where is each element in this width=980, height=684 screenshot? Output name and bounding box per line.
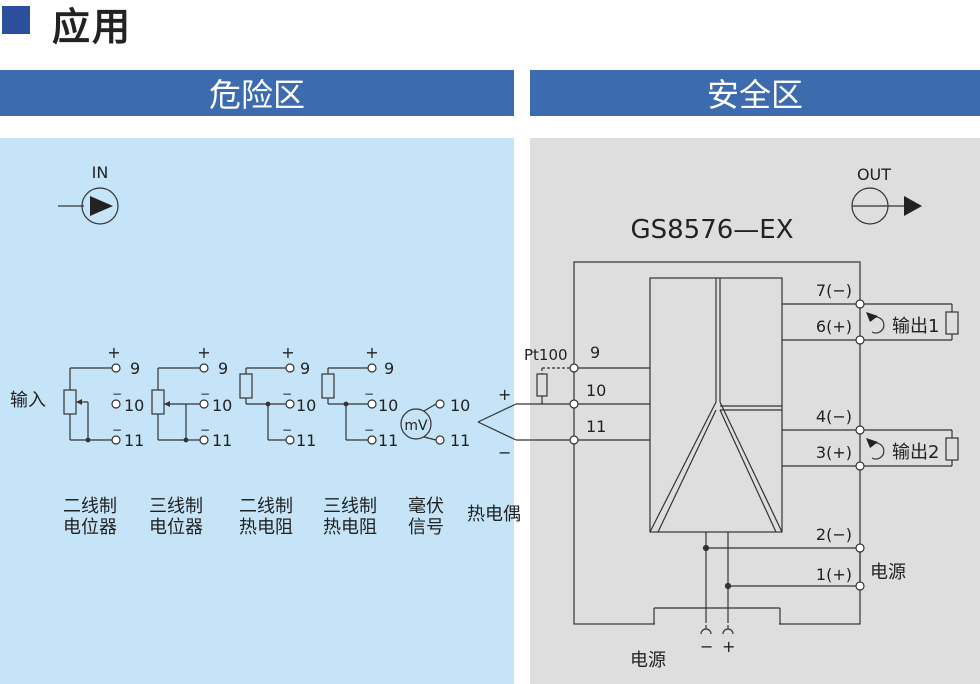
term-minus: −: [282, 387, 292, 401]
input-millivolt: [400, 399, 445, 445]
term-11: 11: [378, 431, 398, 450]
hazard-zone-header: 危险区: [0, 70, 514, 116]
safe-zone-header: 安全区: [530, 70, 980, 116]
output1-label: 输出1: [892, 316, 939, 337]
term-plus: +: [281, 343, 294, 362]
isolation-module: [649, 277, 783, 533]
out-signal-icon: [851, 187, 922, 225]
input-label-line2: 热电阻: [239, 517, 293, 538]
term-plus: +: [107, 343, 120, 362]
term-minus: −: [200, 387, 210, 401]
out-label: OUT: [857, 165, 891, 184]
in-label: IN: [92, 163, 109, 182]
bottom-power-terminals: [700, 628, 734, 635]
term-9: 9: [384, 359, 394, 378]
mv-symbol: mV: [404, 418, 428, 434]
tc-minus: −: [498, 443, 511, 462]
input-label-line1: 二线制: [63, 496, 117, 517]
input-3wire-rtd: [321, 363, 377, 445]
terminal-4: 4(−): [816, 407, 852, 426]
term-11: 11: [124, 431, 144, 450]
thermocouple-label: 热电偶: [467, 504, 521, 525]
input-label-line1: 二线制: [239, 496, 293, 517]
power-label: 电源: [870, 562, 906, 583]
terminal-7: 7(−): [816, 281, 852, 300]
page-title: 应用: [52, 5, 133, 49]
terminal-6: 6(+): [816, 317, 852, 336]
term-9: 9: [130, 359, 140, 378]
input-label-line1: 三线制: [323, 496, 377, 517]
input-label: 输入: [10, 390, 46, 411]
term-9: 9: [300, 359, 310, 378]
device-model: GS8576—EX: [630, 215, 793, 245]
term-minus: −: [364, 423, 374, 437]
input-label-line2: 电位器: [63, 517, 117, 538]
input-3wire-potentiometer: [151, 363, 209, 445]
title-marker: [2, 6, 30, 34]
terminal-3: 3(+): [816, 443, 852, 462]
device-term-9: 9: [590, 343, 600, 362]
term-plus: +: [197, 343, 210, 362]
term-10: 10: [450, 396, 470, 415]
pt100-label: Pt100: [524, 346, 568, 364]
input-2wire-potentiometer: [63, 363, 121, 445]
terminal-1: 1(+): [816, 565, 852, 584]
term-minus: −: [200, 423, 210, 437]
term-11: 11: [296, 431, 316, 450]
pt100-element: [536, 367, 570, 404]
term-11: 11: [450, 431, 470, 450]
safe-zone: [530, 138, 980, 684]
bottom-power-label: 电源: [630, 650, 666, 671]
term-plus: +: [365, 343, 378, 362]
term-11: 11: [212, 431, 232, 450]
thermocouple: [477, 403, 574, 441]
output1-load: [864, 303, 959, 341]
input-label-line1: 三线制: [149, 496, 203, 517]
terminal-2: 2(−): [816, 525, 852, 544]
input-label-line2: 信号: [408, 517, 444, 538]
device-term-11: 11: [586, 417, 606, 436]
term-minus: −: [112, 387, 122, 401]
hazard-zone: [0, 138, 514, 684]
in-signal-icon: [58, 187, 119, 225]
term-minus: −: [112, 423, 122, 437]
term-10: 10: [378, 396, 398, 415]
input-label-line2: 热电阻: [323, 517, 377, 538]
output2-load: [864, 429, 959, 467]
term-9: 9: [218, 359, 228, 378]
bottom-plus: +: [722, 637, 735, 656]
term-minus: −: [364, 387, 374, 401]
output2-label: 输出2: [892, 442, 939, 463]
input-label-line2: 电位器: [149, 517, 203, 538]
term-10: 10: [296, 396, 316, 415]
term-minus: −: [282, 423, 292, 437]
input-2wire-rtd: [239, 363, 295, 445]
input-label-line1: 毫伏: [408, 496, 444, 517]
device-term-10: 10: [586, 381, 606, 400]
term-10: 10: [212, 396, 232, 415]
term-10: 10: [124, 396, 144, 415]
tc-plus: +: [498, 385, 511, 404]
bottom-minus: −: [700, 637, 713, 656]
